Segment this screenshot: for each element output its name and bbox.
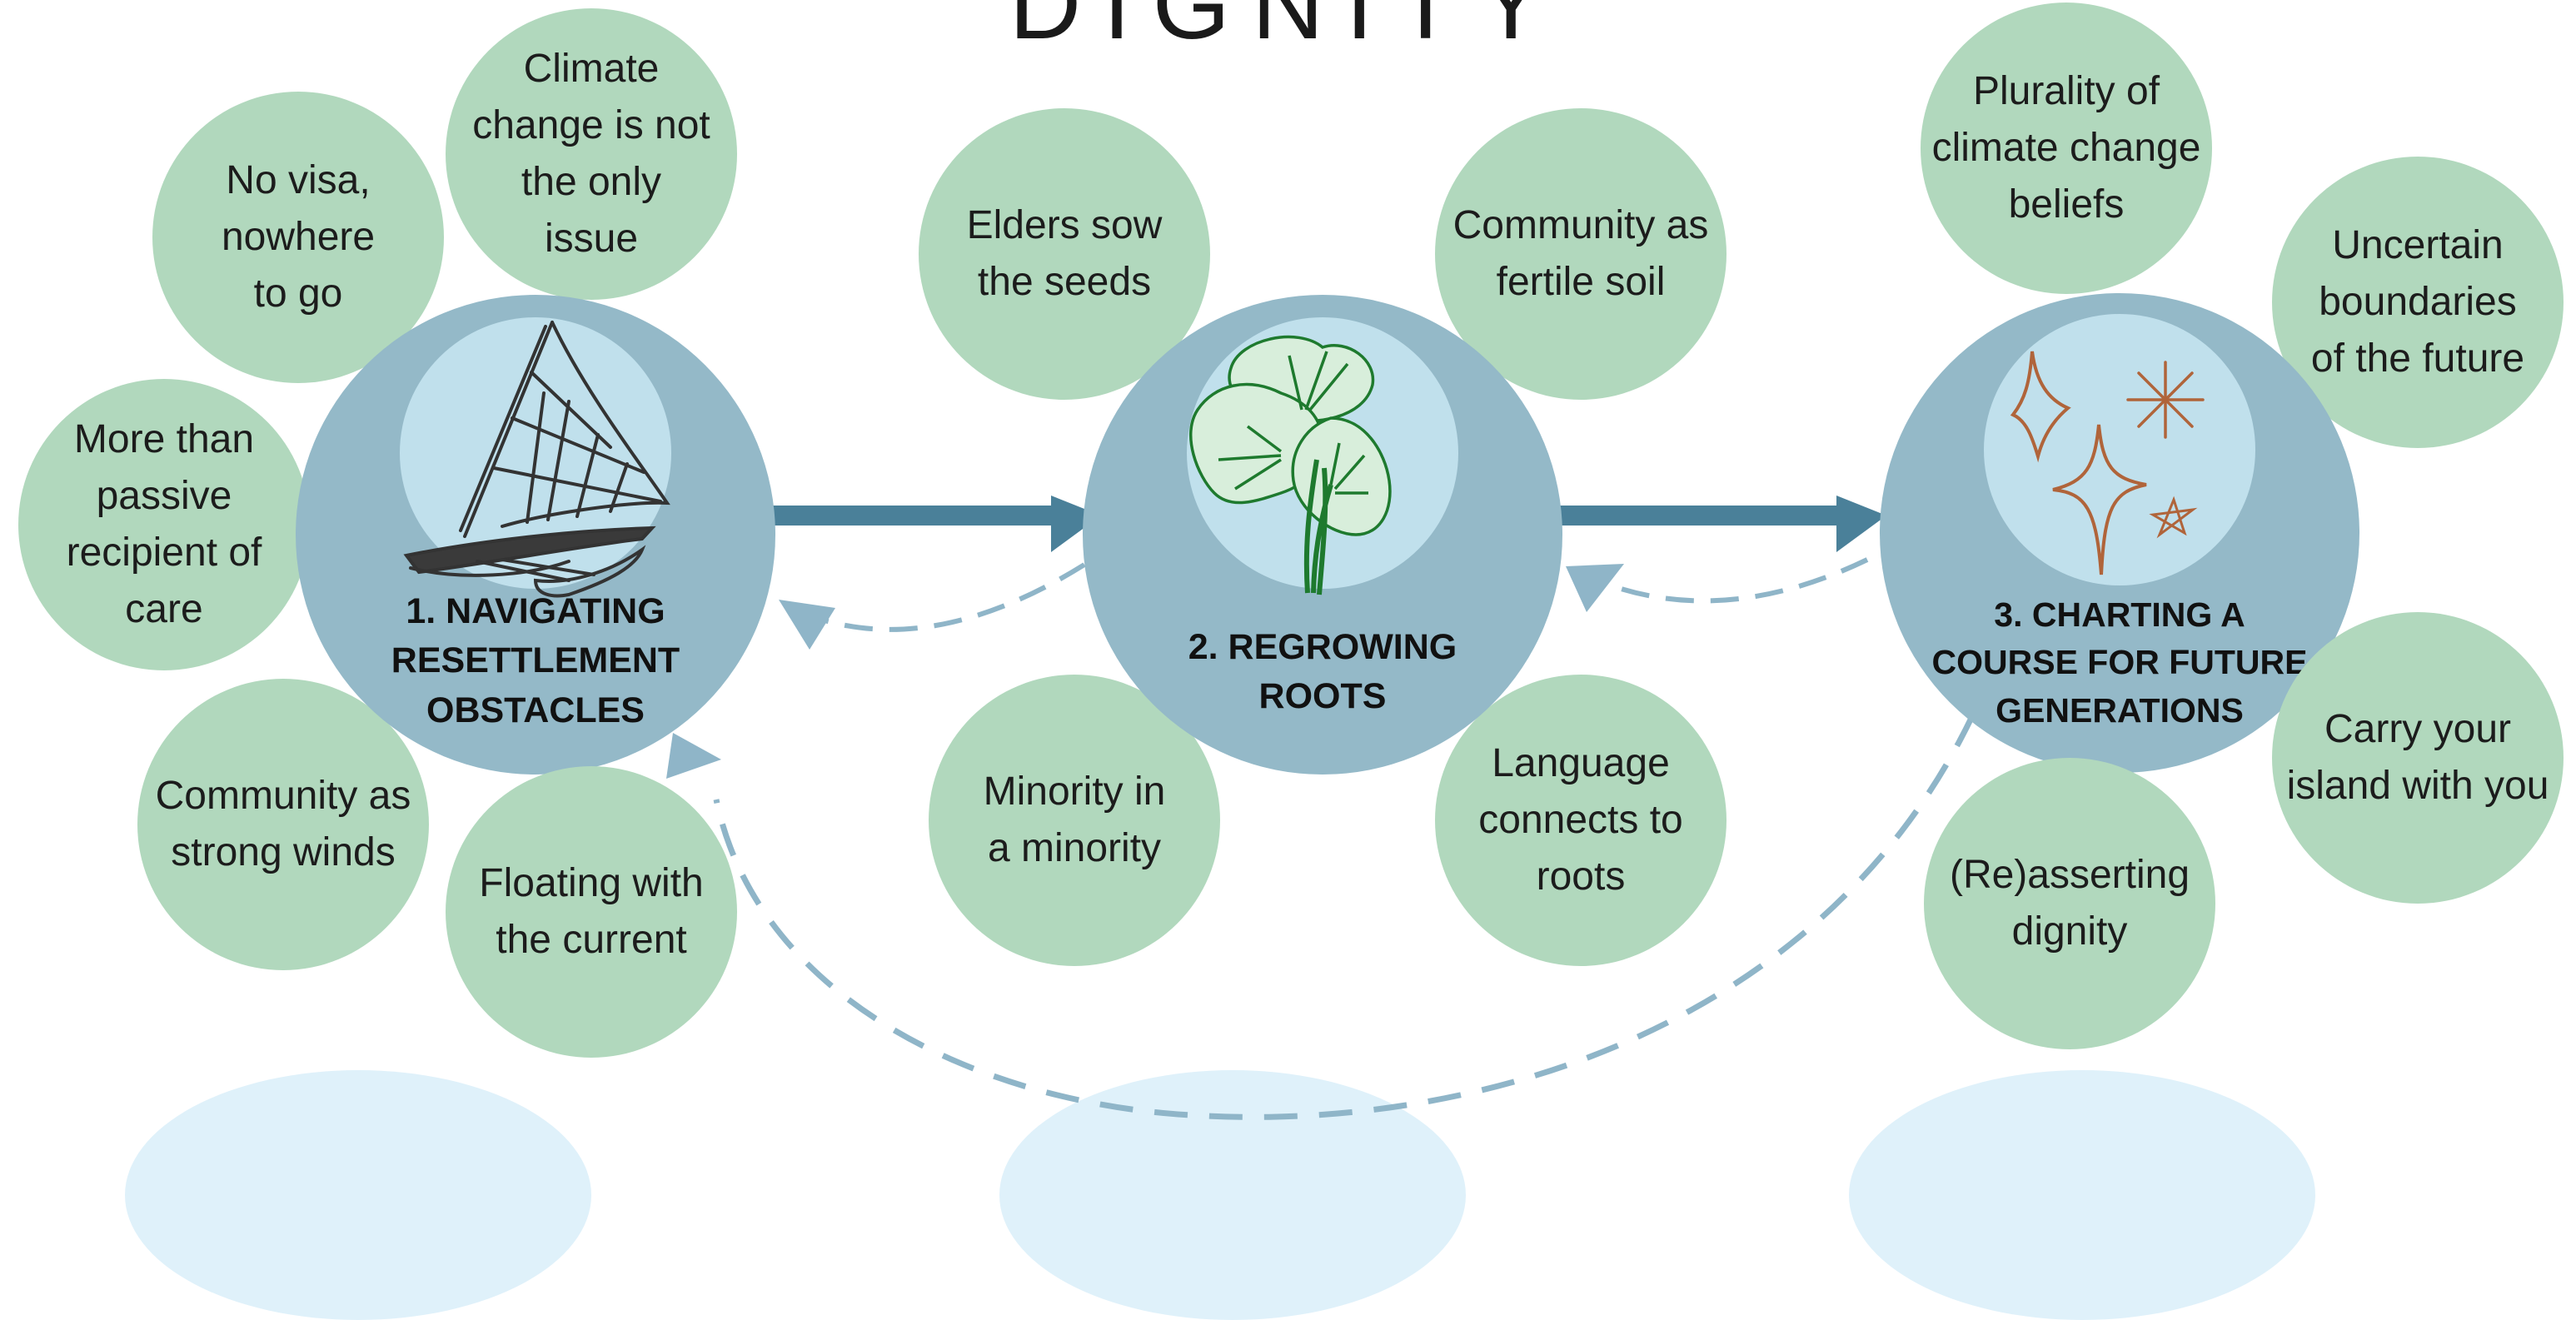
dignity-diagram: DIGNITY No visa, nowhere to go Climate c… — [18, 0, 2564, 1320]
burst-star — [2126, 361, 2205, 439]
connector-arrows — [666, 496, 1976, 1120]
stage-label-3: 3. CHARTING A COURSE FOR FUTURE GENERATI… — [1931, 595, 2308, 730]
theme-bubble-community-fertile-soil: Community as fertile soil — [1435, 108, 1726, 400]
theme-bubble-community-strong-winds: Community as strong winds — [137, 679, 429, 970]
stage-circle-3 — [1880, 293, 2359, 773]
theme-bubble-reasserting-dignity: (Re)asserting dignity — [1924, 758, 2215, 1049]
forward-arrow-1-to-2 — [770, 496, 1101, 552]
theme-bubble-uncertain-boundaries: Uncertain boundaries of the future — [2272, 157, 2564, 448]
theme-bubble-minority-in-minority: Minority in a minority — [929, 675, 1220, 966]
theme-bubble-language-connects-roots: Language connects to roots — [1435, 675, 1726, 966]
feedback-arrow-3-to-2 — [1566, 557, 1869, 612]
feedback-arrow-3-to-1 — [666, 715, 1976, 1120]
theme-bubble-elders-sow-seeds: Elders sow the seeds — [919, 108, 1210, 400]
theme-bubble-plurality-beliefs: Plurality of climate change beliefs — [1921, 2, 2212, 294]
stars-icon — [2010, 351, 2205, 575]
stage-circle-1 — [296, 295, 775, 775]
taro-leaf-icon — [1189, 335, 1392, 595]
theme-bubble-carry-your-island: Carry your island with you — [2272, 612, 2564, 904]
feedback-arrow-2-to-1 — [779, 562, 1086, 650]
theme-bubble-climate-change-not-only-issue: Climate change is not the only issue — [446, 8, 737, 300]
forward-arrow-2-to-3 — [1556, 496, 1886, 552]
theme-bubble-floating-with-current: Floating with the current — [446, 766, 737, 1058]
theme-bubble-no-visa: No visa, nowhere to go — [152, 92, 444, 383]
theme-bubble-more-than-passive-recipient: More than passive recipient of care — [18, 379, 310, 670]
stage-circle-2 — [1083, 295, 1562, 775]
diagram-title: DIGNITY — [1009, 0, 1567, 60]
stage-label-2: 2. REGROWING ROOTS — [1188, 627, 1457, 717]
canoe-icon — [403, 321, 670, 598]
stage-label-1: 1. NAVIGATING RESETTLEMENT OBSTACLES — [391, 591, 680, 730]
